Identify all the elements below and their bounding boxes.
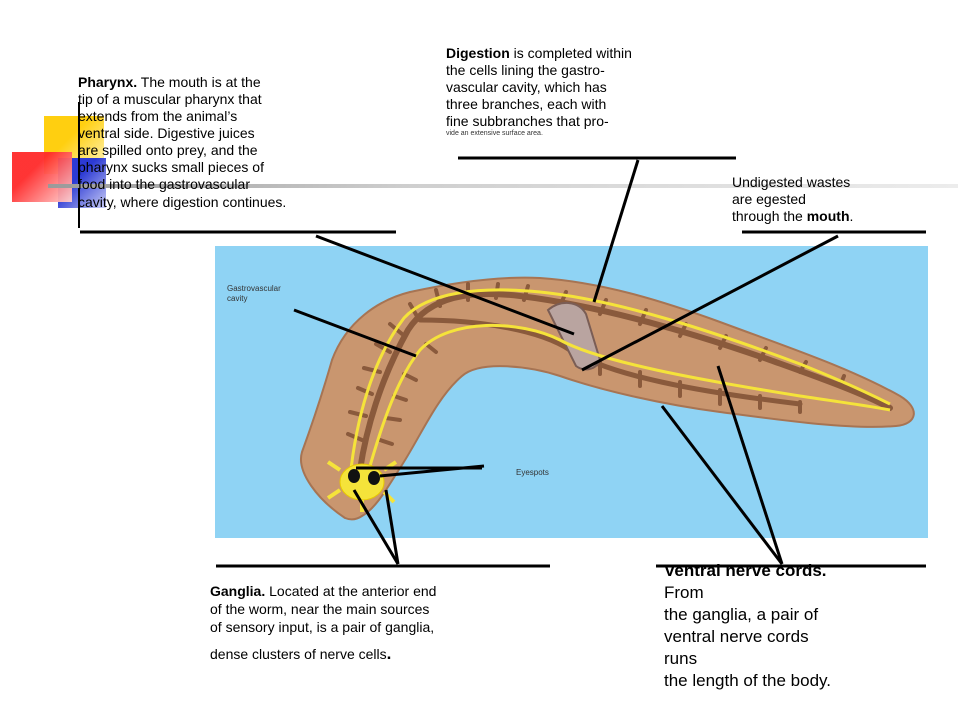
nerve-line-4: the length of the body. xyxy=(664,671,831,691)
ganglia-end: . xyxy=(386,643,392,663)
pharynx-line-6: food into the gastrovascular xyxy=(78,176,250,193)
ventral-nerve-cords xyxy=(348,288,891,481)
pharynx-line-5: pharynx sucks small pieces of xyxy=(78,159,264,176)
ganglia-label: Ganglia. Located at the anterior end of … xyxy=(210,582,510,665)
pharynx-title: Pharynx. xyxy=(78,74,138,90)
digestion-line-1: the cells lining the gastro- xyxy=(446,62,605,79)
gastrovascular-line-1: Gastrovascular xyxy=(227,284,281,293)
digestion-line-4: fine subbranches that pro- xyxy=(446,113,609,130)
nerve-line-0: From xyxy=(664,583,704,603)
ganglia-line-3: dense clusters of nerve cells xyxy=(210,645,387,662)
gastrovascular-cavity-label: Gastrovascular cavity xyxy=(227,284,281,304)
wastes-line-3: through the xyxy=(732,208,807,225)
wastes-label: Undigested wastes are egested through th… xyxy=(732,174,932,225)
digestion-line-0: is completed within xyxy=(509,45,632,61)
ganglia-line-1: of the worm, near the main sources xyxy=(210,601,430,618)
ganglia-title: Ganglia. xyxy=(210,583,266,599)
wastes-bold-mouth: mouth xyxy=(806,208,850,225)
wastes-end: . xyxy=(849,208,854,225)
nerve-line-2: ventral nerve cords xyxy=(664,627,809,647)
digestion-line-3: three branches, each with xyxy=(446,96,607,113)
nerve-title: Ventral nerve cords. xyxy=(664,561,827,580)
eyespots-marks xyxy=(348,469,380,485)
decor-red-square xyxy=(12,152,72,202)
nerve-line-1: the ganglia, a pair of xyxy=(664,605,819,625)
wastes-line-2: are egested xyxy=(732,191,806,208)
label-underlines xyxy=(80,156,926,568)
nerve-cords-label: Ventral nerve cords. From the ganglia, a… xyxy=(664,560,924,693)
pharynx-line-2: extends from the animal’s xyxy=(78,108,238,125)
ganglia-line-2: of sensory input, is a pair of ganglia, xyxy=(210,619,435,636)
digestion-title: Digestion xyxy=(446,45,510,61)
leader-lines xyxy=(293,159,839,565)
pharynx-line-7: cavity, where digestion continues. xyxy=(78,193,287,210)
gastrovascular-line-2: cavity xyxy=(227,294,248,303)
pharynx-line-3: ventral side. Digestive juices xyxy=(78,125,255,142)
pharynx-line-1: tip of a muscular pharynx that xyxy=(78,91,262,108)
wastes-line-1: Undigested wastes xyxy=(732,174,851,190)
eyespots-label: Eyespots xyxy=(516,468,549,477)
digestion-line-2: vascular cavity, which has xyxy=(446,79,607,96)
decor-vertical-line xyxy=(78,102,80,228)
pharynx-line-0: The mouth is at the xyxy=(137,74,261,90)
nerve-line-3: runs xyxy=(664,649,698,669)
digestion-line-5: vide an extensive surface area. xyxy=(446,130,543,138)
pharynx-line-4: are spilled onto prey, and the xyxy=(78,142,258,159)
ganglia-line-0: Located at the anterior end xyxy=(265,583,437,599)
decor-horizontal-band xyxy=(48,184,958,188)
pharynx-label: Pharynx. The mouth is at the tip of a mu… xyxy=(78,74,378,211)
digestion-label: Digestion is completed within the cells … xyxy=(446,45,686,139)
